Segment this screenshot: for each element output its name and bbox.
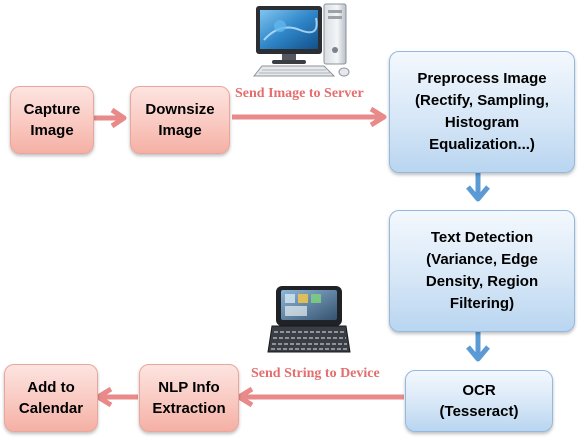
node-preprocess-image: Preprocess Image (Rectify, Sampling, His… bbox=[389, 51, 575, 173]
node-ocr: OCR (Tesseract) bbox=[405, 370, 553, 432]
node-capture-image: Capture Image bbox=[10, 86, 94, 154]
node-downsize-image: Downsize Image bbox=[130, 86, 230, 154]
desktop-computer-icon bbox=[252, 3, 350, 77]
arrow-downsize-to-preprocess bbox=[232, 106, 387, 128]
node-nlp-info-extraction: NLP Info Extraction bbox=[139, 364, 239, 432]
edge-label-send-string-to-device: Send String to Device bbox=[251, 366, 380, 381]
arrow-text-detection-to-ocr bbox=[466, 332, 490, 362]
arrow-ocr-to-nlp bbox=[236, 386, 404, 408]
arrow-nlp-to-calendar bbox=[95, 386, 138, 408]
node-text-detection: Text Detection (Variance, Edge Density, … bbox=[389, 210, 575, 332]
node-add-to-calendar: Add to Calendar bbox=[4, 364, 98, 432]
arrow-preprocess-to-text-detection bbox=[466, 173, 490, 202]
arrow-capture-to-downsize bbox=[94, 107, 127, 129]
smartphone-icon bbox=[267, 286, 351, 353]
edge-label-send-image-to-server: Send Image to Server bbox=[235, 86, 364, 101]
